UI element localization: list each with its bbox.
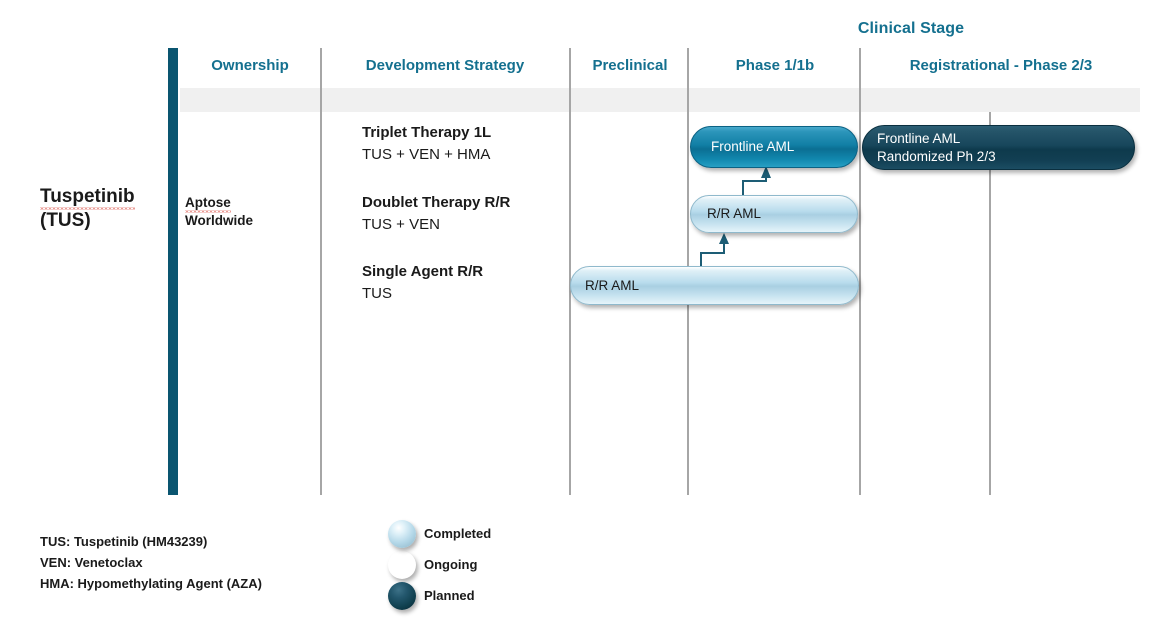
strategy-triplet: Triplet Therapy 1L TUS + VEN + HMA — [362, 122, 491, 166]
ownership-block: Aptose Worldwide — [185, 194, 253, 230]
program-pill-frontline-aml-randomized-ph23[interactable]: Frontline AML Randomized Ph 2/3 — [862, 125, 1135, 170]
product-name: Tuspetinib — [40, 186, 135, 210]
ownership-scope: Worldwide — [185, 212, 254, 228]
program-pill-frontline-aml-phase1[interactable]: Frontline AML — [690, 126, 858, 168]
program-pill-label: Frontline AML — [711, 139, 795, 155]
program-pill-rr-aml-phase1[interactable]: R/R AML — [690, 195, 858, 233]
footnote-ven: VEN: Venetoclax — [40, 555, 143, 570]
program-pill-label: R/R AML — [585, 277, 640, 293]
ownership-owner: Aptose — [185, 195, 231, 213]
strategy-doublet: Doublet Therapy R/R TUS + VEN — [362, 192, 510, 236]
left-accent-bar — [168, 48, 178, 495]
legend-swatch-completed — [388, 520, 416, 548]
connector-single-agent-to-rr — [700, 233, 729, 272]
program-pill-rr-aml-single-agent[interactable]: R/R AML — [570, 266, 859, 305]
column-header-ownership: Ownership — [211, 57, 289, 74]
footnote-text: TUS: Tuspetinib (HM43239) — [40, 534, 208, 549]
column-header-phase-1-1b: Phase 1/1b — [735, 57, 815, 74]
strategy-regimen: TUS + VEN + HMA — [362, 145, 491, 163]
column-header-registrational-phase-2-3: Registrational - Phase 2/3 — [909, 57, 1093, 74]
legend-label-planned: Planned — [424, 588, 475, 603]
clinical-stage-group-header: Clinical Stage — [857, 20, 965, 37]
strategy-regimen: TUS + VEN — [362, 215, 440, 233]
strategy-title: Triplet Therapy 1L — [362, 124, 492, 141]
footnote-text: VEN: Venetoclax — [40, 555, 143, 570]
legend-label-ongoing: Ongoing — [424, 557, 478, 572]
strategy-title: Single Agent R/R — [362, 263, 484, 280]
product-abbreviation: (TUS) — [40, 210, 91, 232]
divider-phase1-registrational — [859, 48, 861, 495]
strategy-single-agent: Single Agent R/R TUS — [362, 261, 483, 305]
legend-label-completed: Completed — [424, 526, 492, 541]
program-pill-label: Frontline AML Randomized Ph 2/3 — [877, 131, 996, 164]
divider-ownership-strategy — [320, 48, 322, 495]
strategy-title: Doublet Therapy R/R — [362, 194, 511, 211]
column-header-preclinical: Preclinical — [592, 57, 668, 74]
divider-registrational-split — [989, 112, 991, 495]
footnote-tus: TUS: Tuspetinib (HM43239) — [40, 534, 207, 549]
legend-swatch-ongoing — [388, 551, 416, 579]
column-header-development-strategy: Development Strategy — [365, 57, 525, 74]
program-pill-label: R/R AML — [707, 206, 762, 222]
connector-rr-to-frontline — [742, 166, 771, 200]
strategy-regimen: TUS — [362, 284, 392, 302]
footnote-text: HMA: Hypomethylating Agent (AZA) — [40, 576, 262, 591]
footnote-hma: HMA: Hypomethylating Agent (AZA) — [40, 576, 262, 591]
legend-swatch-planned — [388, 582, 416, 610]
divider-strategy-preclinical — [569, 48, 571, 495]
header-grey-band — [180, 88, 1140, 112]
product-name-block: Tuspetinib (TUS) — [40, 185, 165, 234]
